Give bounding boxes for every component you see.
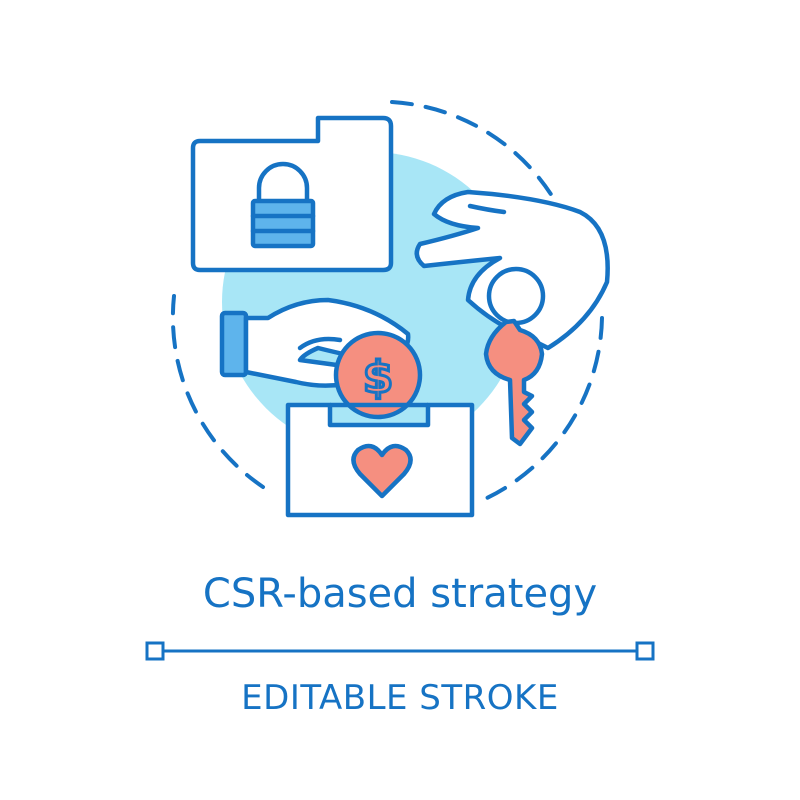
left-handle <box>145 641 165 661</box>
folder-lock-icon <box>190 115 394 273</box>
dollar-icon: $ <box>333 330 423 420</box>
svg-text:$: $ <box>363 352 394 403</box>
concept-title: CSR-based strategy <box>202 571 598 617</box>
right-handle <box>635 641 655 661</box>
editable-stroke-label: EDITABLE STROKE <box>241 678 559 718</box>
heart-icon <box>351 443 413 499</box>
csr-illustration: $ <box>170 100 610 518</box>
hand-key-icon <box>414 189 610 447</box>
stroke-divider <box>145 641 655 661</box>
